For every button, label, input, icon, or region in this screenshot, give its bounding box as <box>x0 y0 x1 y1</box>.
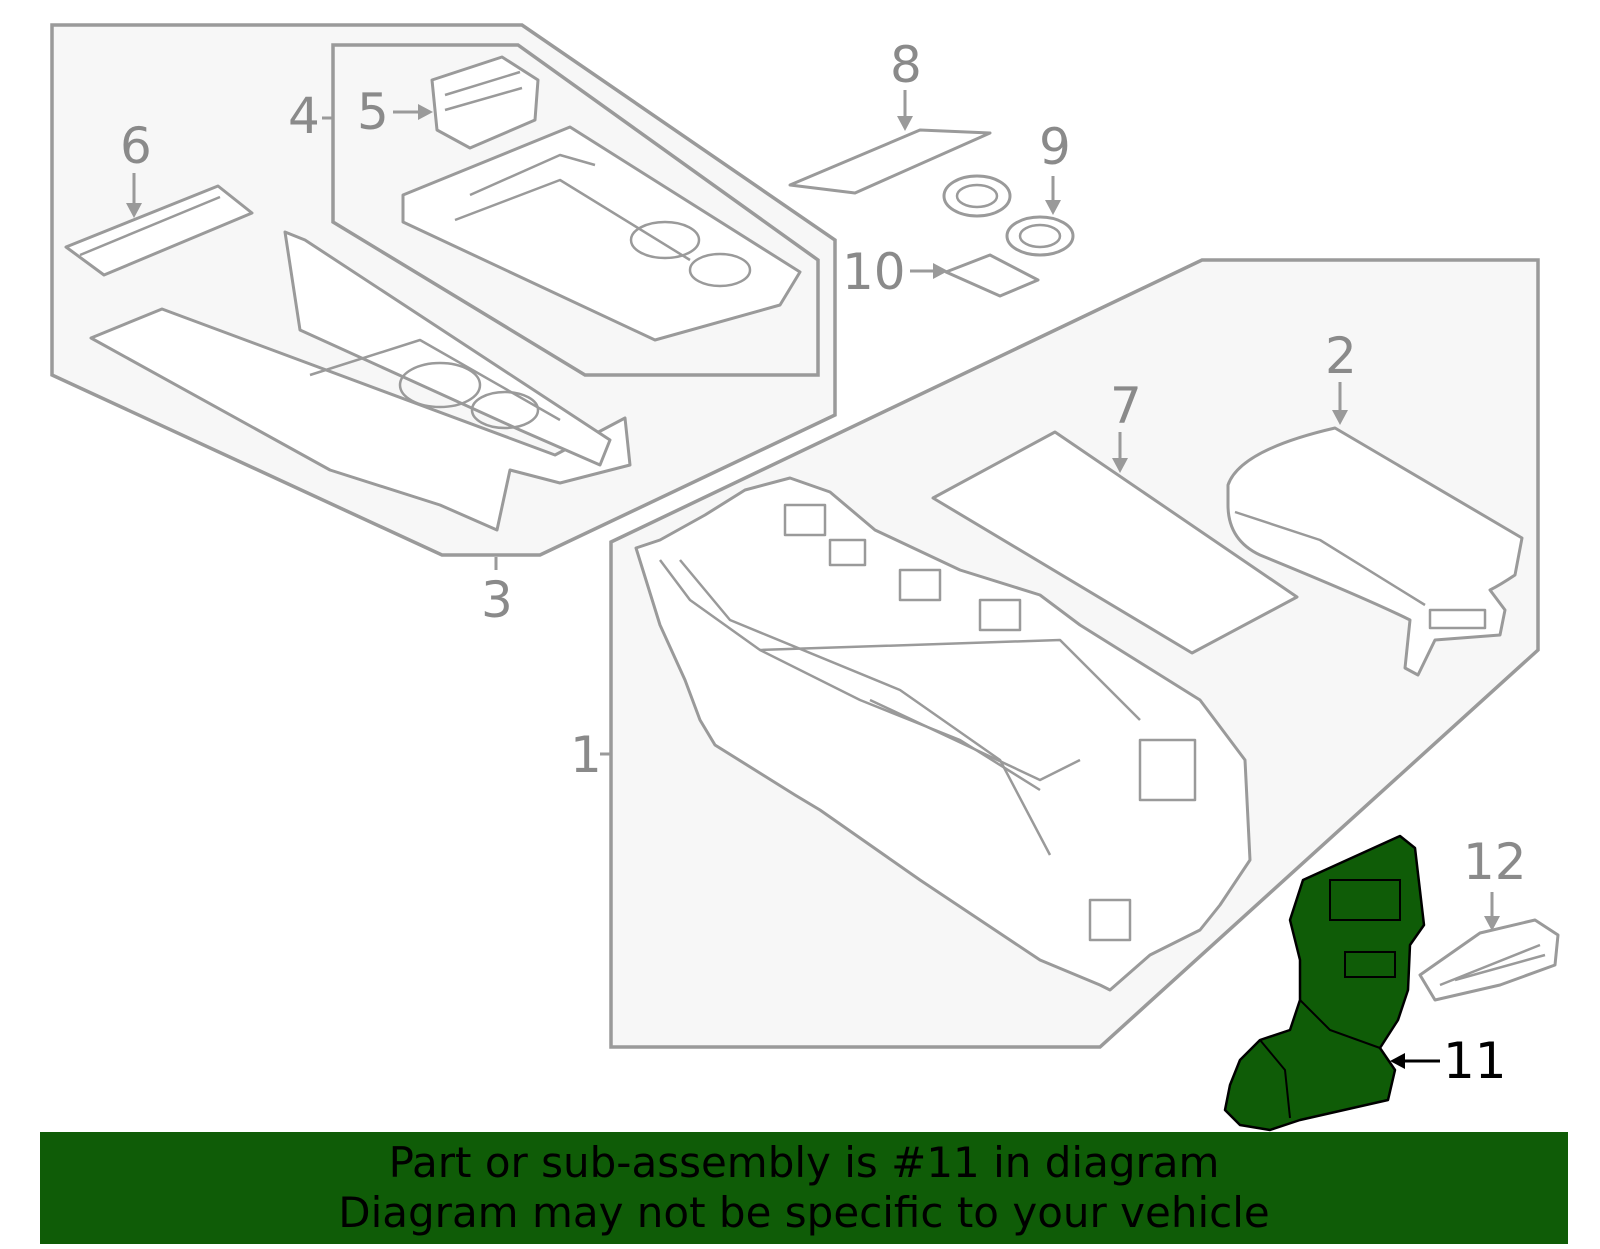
part-11-rear-console-end[interactable] <box>1223 834 1426 1132</box>
banner-line-2: Diagram may not be specific to your vehi… <box>338 1188 1270 1237</box>
callout-6: 6 <box>120 117 152 175</box>
callout-5: 5 <box>357 83 389 141</box>
leader-lines <box>126 90 1500 1069</box>
part-10-pad[interactable] <box>944 253 1040 298</box>
callout-4: 4 <box>288 87 320 145</box>
part-9-mats[interactable] <box>942 174 1075 257</box>
part-7-mat[interactable] <box>931 430 1299 655</box>
callout-7: 7 <box>1110 377 1142 435</box>
info-banner: Part or sub-assembly is #11 in diagram D… <box>40 1132 1568 1244</box>
callout-3: 3 <box>481 571 513 629</box>
callout-10: 10 <box>842 243 906 301</box>
part-6-cover[interactable] <box>64 184 254 277</box>
callout-9: 9 <box>1039 118 1071 176</box>
callout-12: 12 <box>1463 833 1527 891</box>
part-8-trim-strip[interactable] <box>788 128 992 195</box>
callout-1: 1 <box>570 726 602 784</box>
part-1-console-body[interactable] <box>634 476 1252 992</box>
part-12-vent[interactable] <box>1418 918 1560 1002</box>
callout-2: 2 <box>1325 327 1357 385</box>
callout-8: 8 <box>890 36 922 94</box>
part-3-upper-trim[interactable] <box>89 230 632 532</box>
part-4-shift-panel[interactable] <box>401 125 802 342</box>
callout-11: 11 <box>1443 1032 1507 1090</box>
part-5-switch[interactable] <box>430 55 540 150</box>
part-2-armrest[interactable] <box>1226 426 1524 677</box>
banner-line-1: Part or sub-assembly is #11 in diagram <box>388 1138 1220 1187</box>
